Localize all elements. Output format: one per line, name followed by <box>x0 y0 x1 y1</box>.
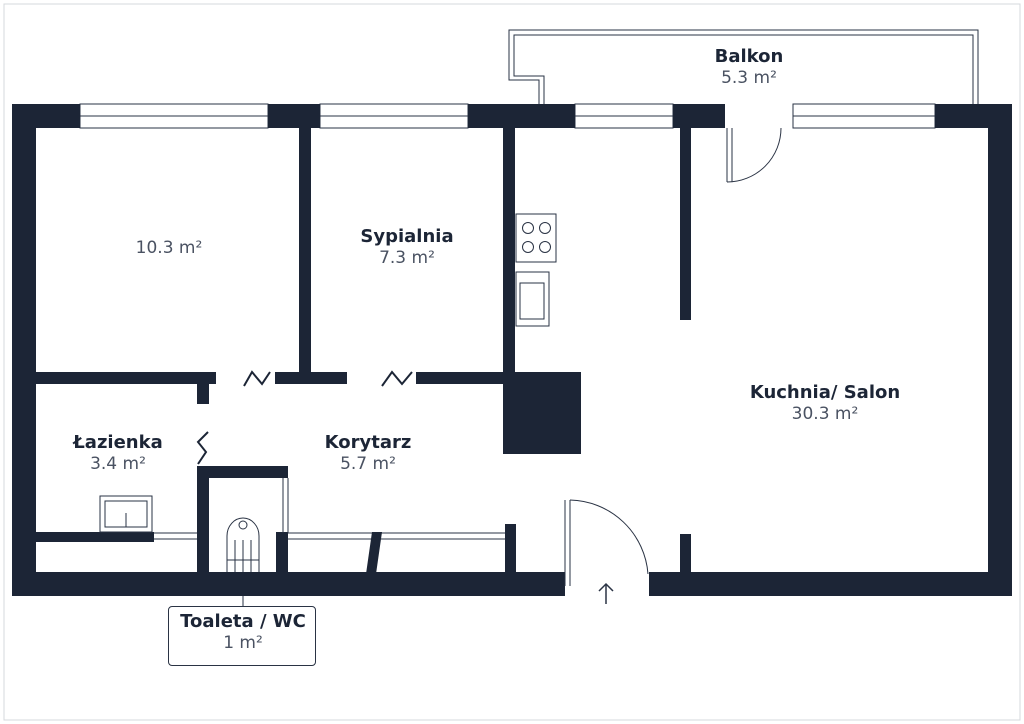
room-area: 30.3 m² <box>791 403 859 424</box>
chimney <box>503 372 581 454</box>
door-sypialnia <box>381 370 413 387</box>
room-label-toaleta: Toaleta / WC 1 m² <box>180 611 306 653</box>
door-balkon <box>726 127 782 183</box>
room-name: Balkon <box>714 46 784 67</box>
thin-partitions <box>154 478 571 586</box>
folding-doors <box>196 370 413 465</box>
room-area: 3.4 m² <box>90 453 146 474</box>
room-area: 5.7 m² <box>340 453 396 474</box>
stove-icon <box>515 213 557 263</box>
balcony-outline <box>508 29 979 104</box>
room-area: 5.3 m² <box>721 67 777 88</box>
room-area: 7.3 m² <box>379 247 435 268</box>
walls <box>12 104 1012 596</box>
room-name: Toaleta / WC <box>180 611 306 632</box>
callout-toaleta: Toaleta / WC 1 m² <box>168 606 316 666</box>
door-room <box>243 370 271 387</box>
door-toaleta <box>366 532 382 574</box>
room-label-sypialnia: Sypialnia 7.3 m² <box>360 226 453 268</box>
sink-icon <box>515 271 550 327</box>
room-label-korytarz: Korytarz 5.7 m² <box>325 432 412 474</box>
page-frame <box>3 3 1021 721</box>
entrance-arrow-icon <box>598 582 614 604</box>
room-label-pokoj: 10.3 m² <box>136 238 203 258</box>
room-name: Kuchnia/ Salon <box>749 382 901 403</box>
room-name: Łazienka <box>73 432 163 453</box>
room-name: Sypialnia <box>360 226 454 247</box>
door-lazienka <box>196 431 209 465</box>
bathtub-icon <box>99 495 153 533</box>
room-label-lazienka: Łazienka 3.4 m² <box>73 432 163 474</box>
room-label-kuchnia-salon: Kuchnia/ Salon 30.3 m² <box>750 382 900 424</box>
room-name: Korytarz <box>324 432 412 453</box>
room-label-balkon: Balkon 5.3 m² <box>715 46 784 88</box>
toilet-icon <box>226 517 260 572</box>
room-area: 1 m² <box>223 632 263 653</box>
room-area: 10.3 m² <box>135 238 203 258</box>
door-entrance <box>569 499 649 575</box>
